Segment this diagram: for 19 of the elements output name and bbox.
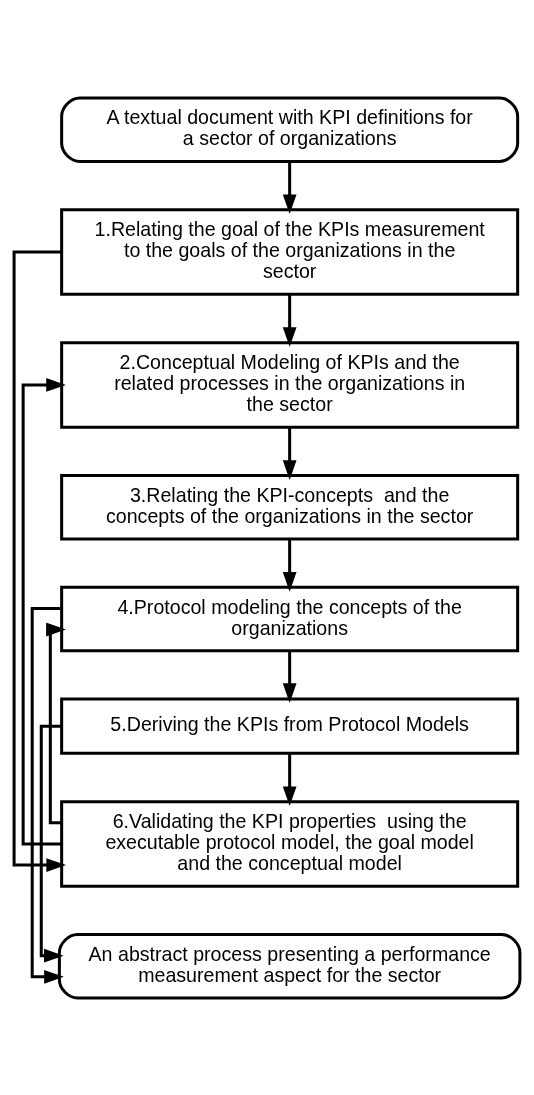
arrow	[12, 250, 67, 872]
node-box: An abstract process presenting a performance measurement aspect for the sector	[57, 932, 522, 999]
node-box: 1.Relating the goal of the KPIs measurement to the goals of the organizations in the sector	[60, 207, 520, 296]
arrow	[39, 724, 64, 963]
arrow	[282, 538, 297, 592]
arrow	[46, 622, 66, 824]
arrow	[30, 606, 64, 984]
node-box: 2.Conceptual Modeling of KPIs and the related processes in the organizations in the sector	[60, 340, 520, 429]
arrow	[282, 650, 297, 703]
arrow	[282, 753, 297, 806]
node-box: 5.Deriving the KPIs from Protocol Models	[60, 697, 520, 755]
arrow	[282, 294, 297, 347]
arrow	[21, 377, 66, 845]
arrow	[282, 427, 297, 480]
node-box: 3.Relating the KPI-concepts and the concepts of the organizations in the sector	[60, 473, 520, 540]
node-box: 4.Protocol modeling the concepts of the organizations	[60, 585, 520, 652]
node-box: 6.Validating the KPI properties using the executable protocol model, the goal model and the conceptual model	[60, 799, 520, 888]
arrow	[282, 161, 297, 214]
node-box: A textual document with KPI definitions for a sector of organizations	[60, 96, 520, 163]
